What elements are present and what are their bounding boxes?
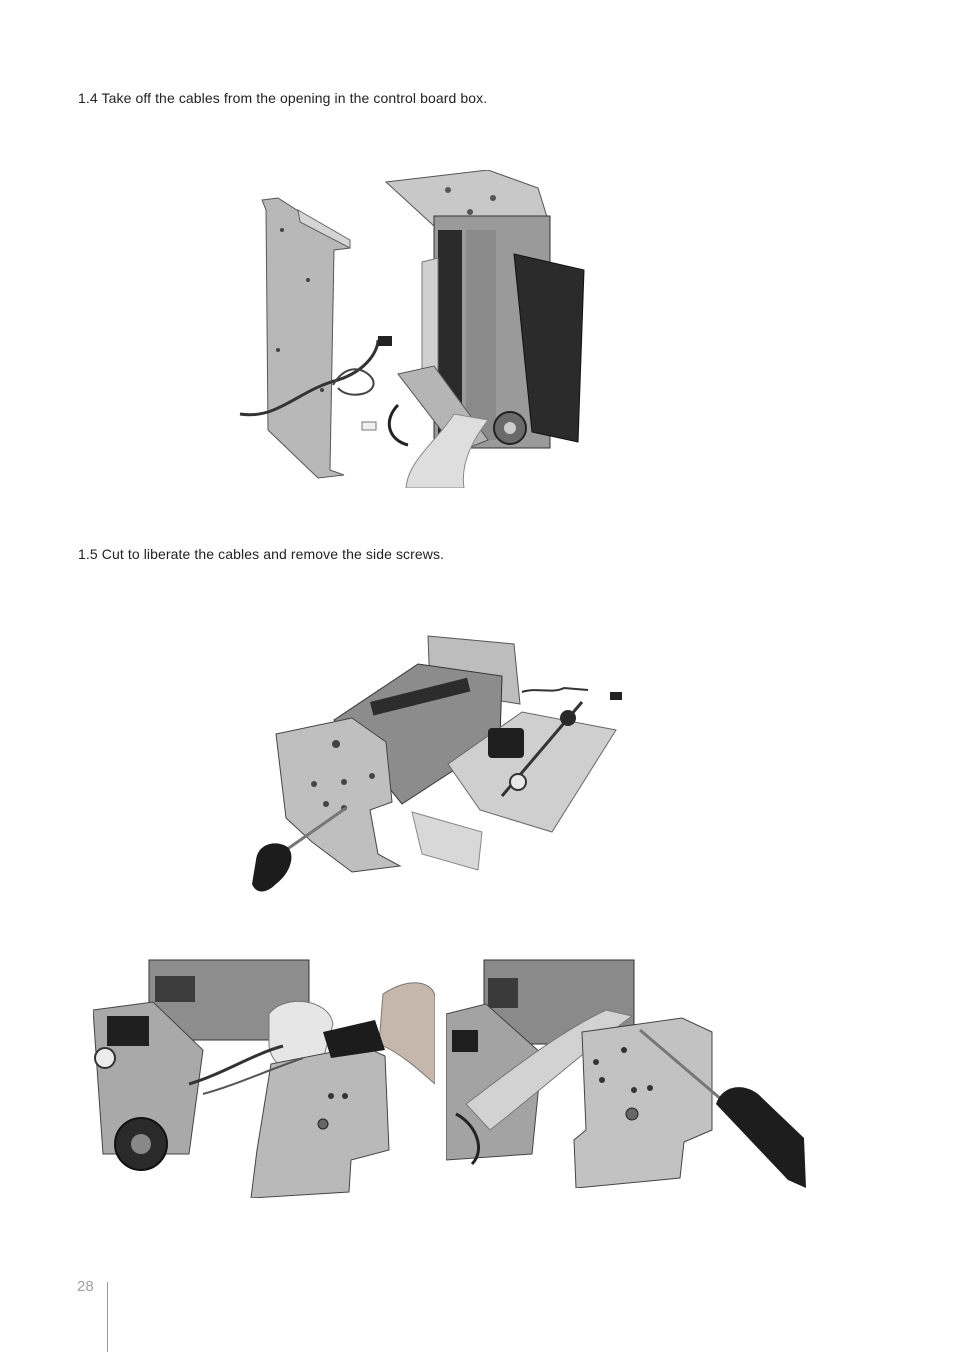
- step-1-4-instruction: 1.4 Take off the cables from the opening…: [78, 90, 488, 106]
- step-1-5-instruction: 1.5 Cut to liberate the cables and remov…: [78, 546, 445, 562]
- printer-mechanism-photo-2: [252, 635, 622, 892]
- photo-removing-side-screw: [252, 632, 632, 896]
- photo-unscrewing-side-plate: [446, 954, 806, 1188]
- footer-divider: [107, 1282, 108, 1352]
- printer-mechanism-photo-3: [93, 959, 435, 1198]
- photo-cutting-cable-ties: [93, 954, 435, 1198]
- printer-mechanism-photo-1: [239, 170, 585, 488]
- printer-mechanism-photo-4: [446, 959, 806, 1188]
- photo-control-box-removed: [238, 170, 590, 488]
- page-number: 28: [77, 1278, 94, 1295]
